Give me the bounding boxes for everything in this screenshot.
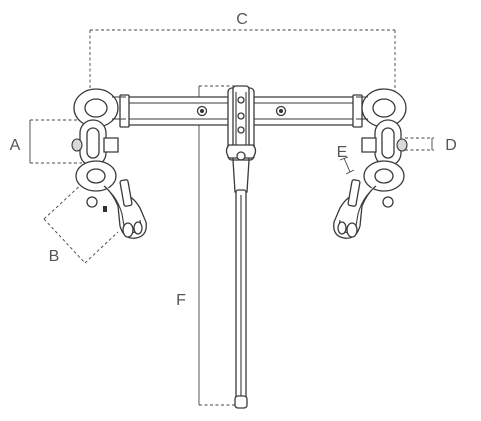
label-e: E [337,144,348,161]
label-a: A [10,137,21,154]
label-f: F [176,292,186,309]
right-hook [333,179,394,239]
dimension-f: F [176,85,236,406]
right-bottom-link [363,160,405,192]
label-b: B [49,248,60,265]
dimension-e: E [337,144,355,175]
dimension-c: C [89,11,396,92]
dimension-b: B [43,181,119,265]
left-top-link [73,88,126,128]
left-middle-link [71,119,119,167]
label-d: D [445,137,457,154]
dimension-d: D [405,137,457,154]
handle [232,159,250,409]
right-top-link [356,88,407,128]
dimension-a: A [10,119,82,164]
left-hook [86,179,147,239]
left-bottom-link [75,160,117,192]
right-middle-link [361,119,408,167]
ratchet-gear [225,85,257,163]
label-c: C [236,11,248,28]
